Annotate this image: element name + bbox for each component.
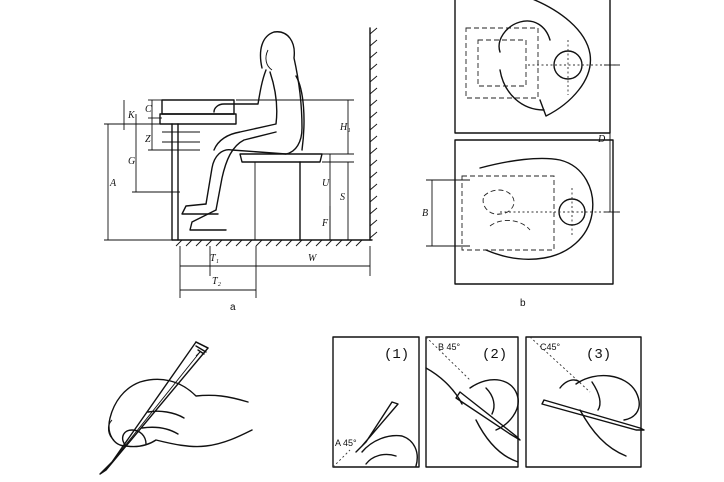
step-3-angle-label: C45° xyxy=(540,342,561,352)
label-G: G xyxy=(128,156,135,167)
label-U: U xyxy=(322,178,330,189)
label-H1: H₁ xyxy=(339,122,351,133)
floor xyxy=(171,239,373,247)
label-D: D xyxy=(597,134,606,145)
step-2-angle-label: B 45° xyxy=(438,342,461,352)
label-T2: T₂ xyxy=(212,276,222,287)
dimensions-left xyxy=(104,99,200,241)
label-A: A xyxy=(109,178,117,189)
label-T1: T₁ xyxy=(210,253,219,264)
step-3-number: (3) xyxy=(586,347,611,363)
plan-desk-lower xyxy=(454,139,614,285)
panel-b-caption: b xyxy=(520,298,526,309)
label-W: W xyxy=(308,253,318,264)
wall xyxy=(369,27,378,241)
label-B: B xyxy=(422,208,428,219)
label-C: C xyxy=(145,104,152,115)
step-1-number: (1) xyxy=(384,347,409,363)
step-1-panel: (1) A 45° xyxy=(332,336,420,468)
step-2-number: (2) xyxy=(482,347,507,363)
dimensions-bottom xyxy=(179,246,371,298)
label-F: F xyxy=(321,218,329,229)
desk xyxy=(159,99,237,241)
panel-a-seated-side-view: K C Z G A H₁ U S F T₁ T₂ W a xyxy=(104,27,378,313)
panel-a-caption: a xyxy=(230,302,236,313)
seated-person xyxy=(181,31,303,231)
step-1-angle-label: A 45° xyxy=(335,438,357,448)
step-3-panel: (3) C45° xyxy=(525,336,645,468)
chair xyxy=(239,75,323,241)
step-2-panel: (2) B 45° xyxy=(425,336,521,468)
label-K: K xyxy=(127,110,136,121)
label-Z: Z xyxy=(145,134,151,145)
dimensions-right xyxy=(236,99,354,240)
panel-b-plan-view: D B b xyxy=(422,0,620,309)
label-S: S xyxy=(340,192,345,203)
hand-holding-pencil xyxy=(99,341,253,475)
